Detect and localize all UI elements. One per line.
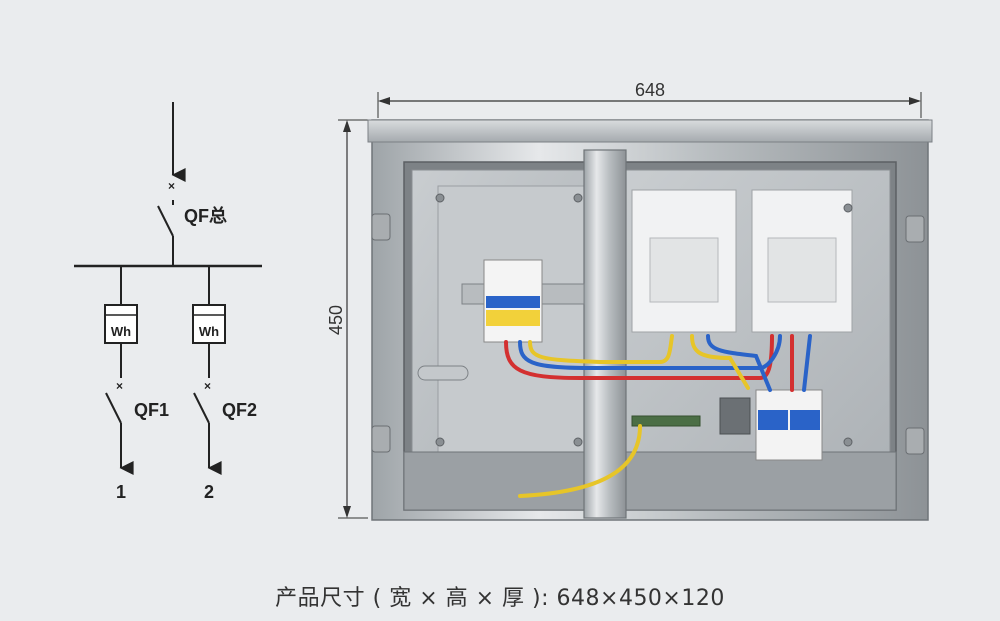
branch-1-breaker-label: QF1 xyxy=(134,400,169,420)
branch-2-breaker-contact xyxy=(193,392,210,424)
main-breaker-cross-mark: × xyxy=(168,179,175,193)
main-breaker-contact xyxy=(157,205,174,237)
main-breaker-device xyxy=(483,259,543,343)
bolts xyxy=(435,193,853,447)
height-dimension: 450 xyxy=(326,119,368,519)
branch-1-output-label: 1 xyxy=(116,482,126,502)
branch-1-breaker-cross-mark: × xyxy=(116,379,123,393)
hinges xyxy=(371,213,925,455)
branch-2-breaker-label: QF2 xyxy=(222,400,257,420)
enclosure-illustration xyxy=(367,119,933,521)
width-dimension: 648 xyxy=(377,80,922,118)
height-dimension-label: 450 xyxy=(326,305,346,335)
width-dimension-label: 648 xyxy=(635,80,665,100)
product-size-caption: 产品尺寸 ( 宽 × 高 × 厚 ): 648×450×120 xyxy=(275,586,725,611)
branch-1-meter-box xyxy=(104,304,138,344)
branch-1: Wh × QF1 1 xyxy=(104,266,169,502)
branch-2: Wh × QF2 2 xyxy=(192,266,257,502)
single-line-schematic: × QF总 Wh × QF1 1 Wh × xyxy=(74,102,262,502)
branch-2-output-label: 2 xyxy=(204,482,214,502)
wiring xyxy=(504,334,812,498)
branch-1-breaker-contact xyxy=(105,392,122,424)
branch-2-meter-label: Wh xyxy=(199,324,219,339)
terminal-bar xyxy=(631,415,701,427)
branch-2-breaker-cross-mark: × xyxy=(204,379,211,393)
cable-clamp xyxy=(417,365,469,381)
branch-breakers-device xyxy=(719,389,823,461)
branch-1-meter-label: Wh xyxy=(111,324,131,339)
main-breaker-label: QF总 xyxy=(184,205,227,226)
meter-sockets xyxy=(631,189,853,333)
center-divider xyxy=(583,149,627,519)
